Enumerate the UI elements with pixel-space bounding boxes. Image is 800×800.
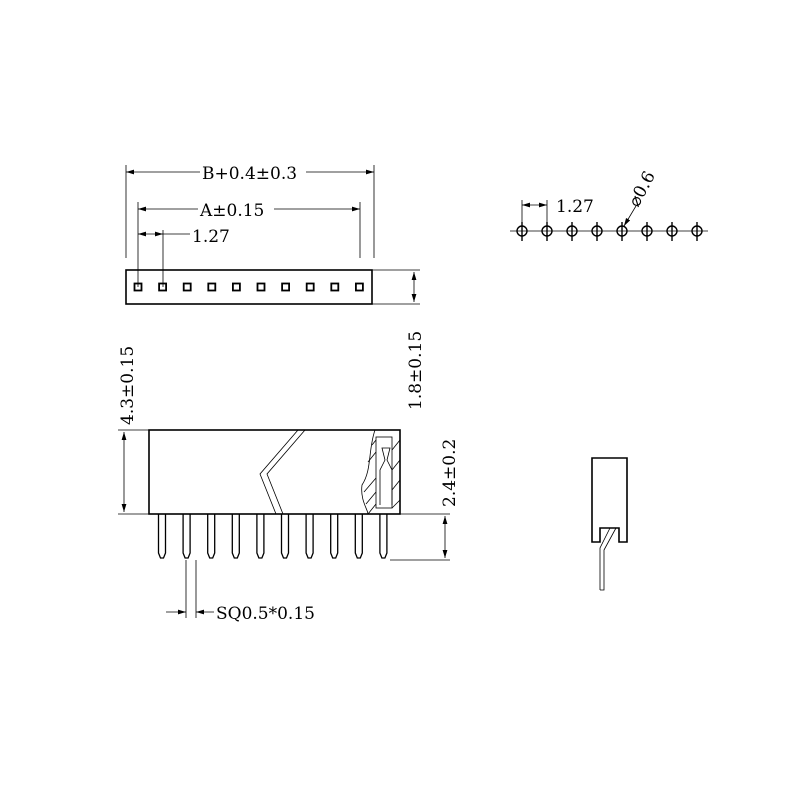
pin-square [207,282,217,292]
front-view: 4.3±0.15 2.4±0.2 SQ0.5*0.15 [118,346,460,624]
pin-square [330,282,340,292]
pin-square [354,282,364,292]
footprint-pitch: 1.27 [556,197,594,217]
pin-square [182,282,192,292]
pin [305,514,314,559]
pin [354,514,363,559]
dim-pin-length: 2.4±0.2 [440,439,460,507]
pin-square [256,282,266,292]
dim-a-label: A±0.15 [199,201,264,221]
pin [256,514,265,559]
side-view [591,457,628,591]
hole-diameter: ⌀0.6 [625,168,660,210]
pin [280,514,290,559]
dim-top-height: 1.8±0.15 [406,331,426,410]
pin-square [231,282,241,292]
dim-body-height: 4.3±0.15 [118,346,138,425]
pin [157,514,167,559]
top-view: B+0.4±0.3 A±0.15 1.27 1.8±0.15 [125,162,426,410]
pin-square [281,282,291,292]
pin [231,514,240,559]
pin [379,514,388,559]
footprint-view: 1.27 ⌀0.6 [510,168,708,241]
front-body [148,429,401,515]
dim-b-label: B+0.4±0.3 [202,164,297,184]
top-body [125,269,373,305]
pin-square [305,282,315,292]
pin [207,514,216,559]
pitch-label: 1.27 [192,227,230,247]
dim-pin-size: SQ0.5*0.15 [216,604,315,624]
pin [182,514,191,559]
pin [330,514,339,559]
